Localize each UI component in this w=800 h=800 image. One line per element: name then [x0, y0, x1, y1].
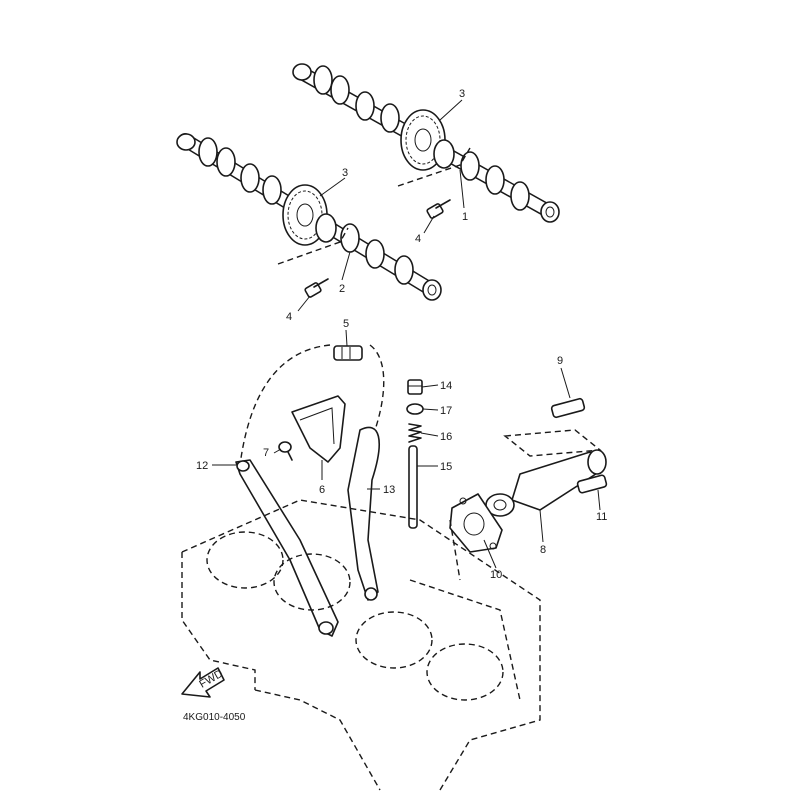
callout-13: 13 [383, 484, 395, 496]
callout-15: 15 [440, 461, 452, 473]
leader-lines [212, 99, 601, 569]
diagram-code: 4KG010-4050 [183, 712, 246, 723]
callout-4-lower: 4 [286, 311, 292, 323]
sprocket-bolt-lower [304, 278, 329, 298]
callout-6: 6 [319, 484, 325, 496]
cam-sprocket-upper [400, 109, 455, 171]
sprocket-bolt-upper [426, 199, 451, 219]
callout-1: 1 [462, 211, 468, 223]
chain-guide-top [291, 395, 346, 463]
callout-3-upper: 3 [459, 88, 465, 100]
callout-16: 16 [440, 431, 452, 443]
tensioner-cap-bolt [407, 379, 423, 395]
callout-12: 12 [196, 460, 208, 472]
callout-11: 11 [596, 511, 607, 523]
cam-sprocket-lower [282, 184, 337, 246]
tensioner-gasket [449, 493, 503, 553]
callout-17: 17 [440, 405, 452, 417]
tensioner-bolt-9 [550, 397, 586, 419]
chain-guide-rear [235, 459, 339, 637]
cam-chain-tensioner [485, 449, 607, 517]
fwd-arrow-icon: FWD [181, 667, 225, 698]
callout-labels: 3 3 1 2 4 4 5 7 6 12 13 14 17 16 15 9 8 … [196, 88, 607, 581]
callout-7: 7 [263, 447, 269, 459]
cam-chain [239, 344, 385, 466]
chain-guide-front [347, 426, 380, 601]
callout-2: 2 [339, 283, 345, 295]
callout-14: 14 [440, 380, 452, 392]
callout-9: 9 [557, 355, 563, 367]
callout-5: 5 [343, 318, 349, 330]
tensioner-bolt-11 [576, 474, 608, 494]
gasket-washer [406, 403, 424, 415]
tensioner-spring [408, 423, 422, 443]
tensioner-rod [408, 445, 418, 529]
callout-4-upper: 4 [415, 233, 421, 245]
callout-3-lower: 3 [342, 167, 348, 179]
callout-10: 10 [490, 569, 502, 581]
guide-bolt-7 [278, 441, 293, 461]
callout-8: 8 [540, 544, 546, 556]
cylinder-head-outline [181, 499, 541, 791]
